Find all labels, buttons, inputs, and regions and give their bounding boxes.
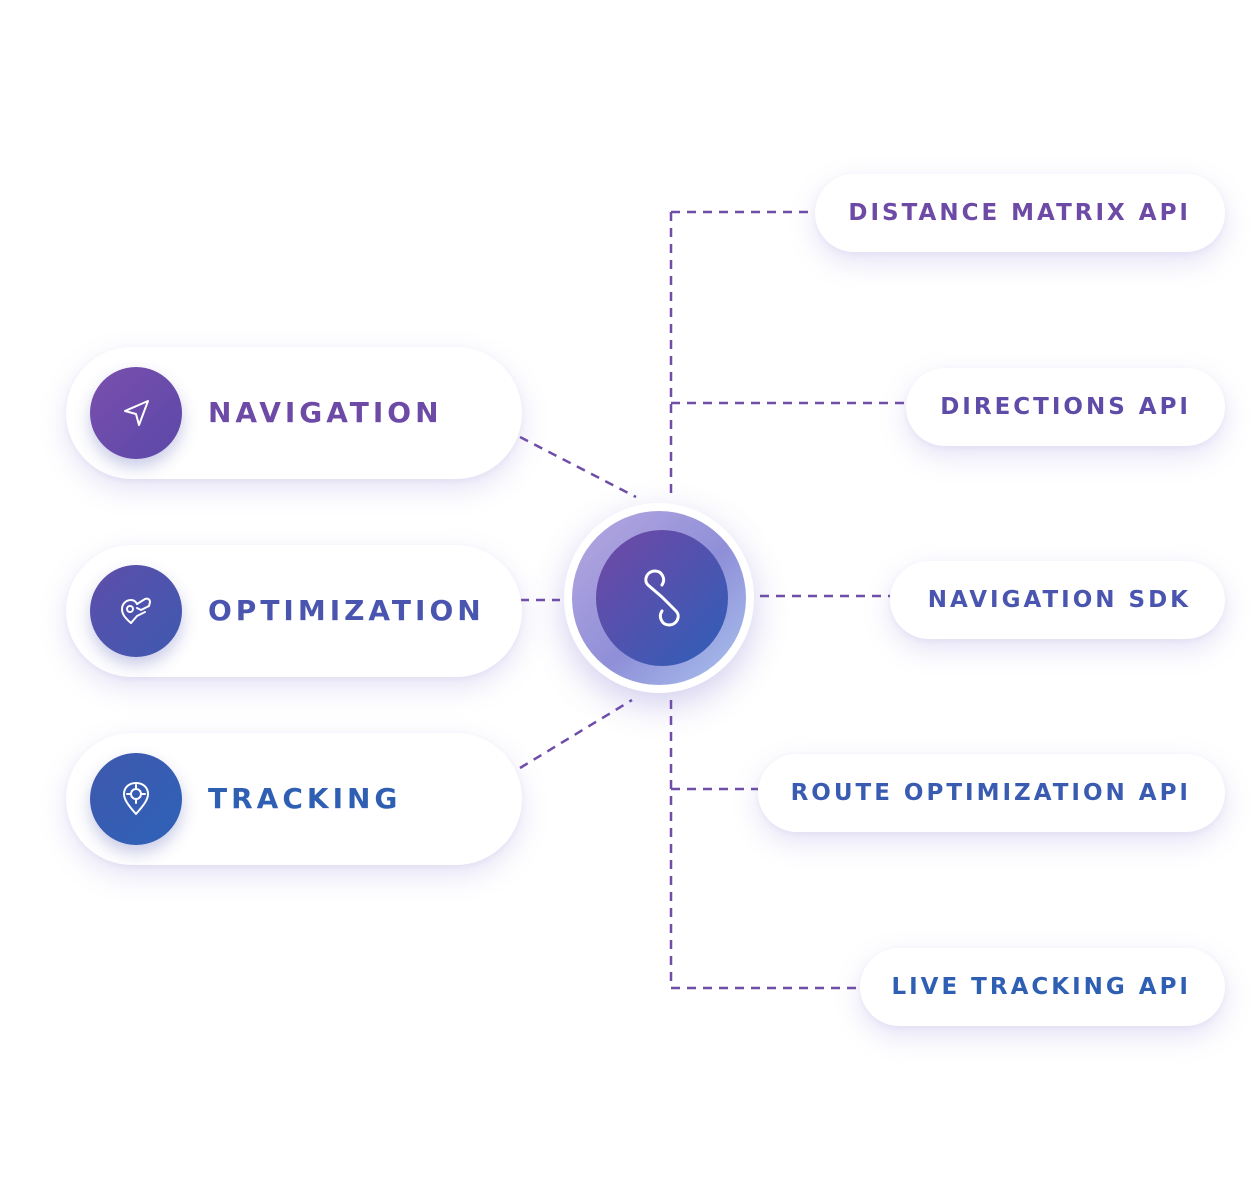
- infinity-link-icon: [644, 569, 680, 627]
- feature-label-optimization: OPTIMIZATION: [208, 594, 485, 627]
- api-label-directions: DIRECTIONS API: [940, 394, 1191, 420]
- hub-core: [596, 530, 728, 666]
- optimization-hand-icon: [121, 597, 151, 624]
- api-card-directions[interactable]: DIRECTIONS API: [906, 368, 1225, 446]
- connector-tracking: [519, 698, 633, 770]
- feature-badge: [90, 753, 182, 845]
- feature-card-optimization[interactable]: OPTIMIZATION: [66, 545, 522, 677]
- api-card-route-optimization[interactable]: ROUTE OPTIMIZATION API: [758, 754, 1225, 832]
- feature-badge: [90, 565, 182, 657]
- feature-badge: [90, 367, 182, 459]
- feature-card-tracking[interactable]: TRACKING: [66, 733, 522, 865]
- api-card-navigation-sdk[interactable]: NAVIGATION SDK: [890, 561, 1225, 639]
- central-hub: [564, 503, 754, 693]
- connector-navigation: [519, 435, 637, 499]
- feature-label-navigation: NAVIGATION: [208, 396, 443, 429]
- feature-label-tracking: TRACKING: [208, 782, 402, 815]
- api-label-distance-matrix: DISTANCE MATRIX API: [848, 200, 1191, 226]
- api-label-navigation-sdk: NAVIGATION SDK: [927, 587, 1191, 613]
- api-label-live-tracking: LIVE TRACKING API: [891, 974, 1191, 1000]
- api-card-distance-matrix[interactable]: DISTANCE MATRIX API: [815, 174, 1225, 252]
- api-card-live-tracking[interactable]: LIVE TRACKING API: [860, 948, 1225, 1026]
- navigation-arrow-icon: [124, 400, 149, 426]
- feature-card-navigation[interactable]: NAVIGATION: [66, 347, 522, 479]
- location-target-icon: [123, 782, 149, 815]
- api-label-route-optimization: ROUTE OPTIMIZATION API: [790, 780, 1191, 806]
